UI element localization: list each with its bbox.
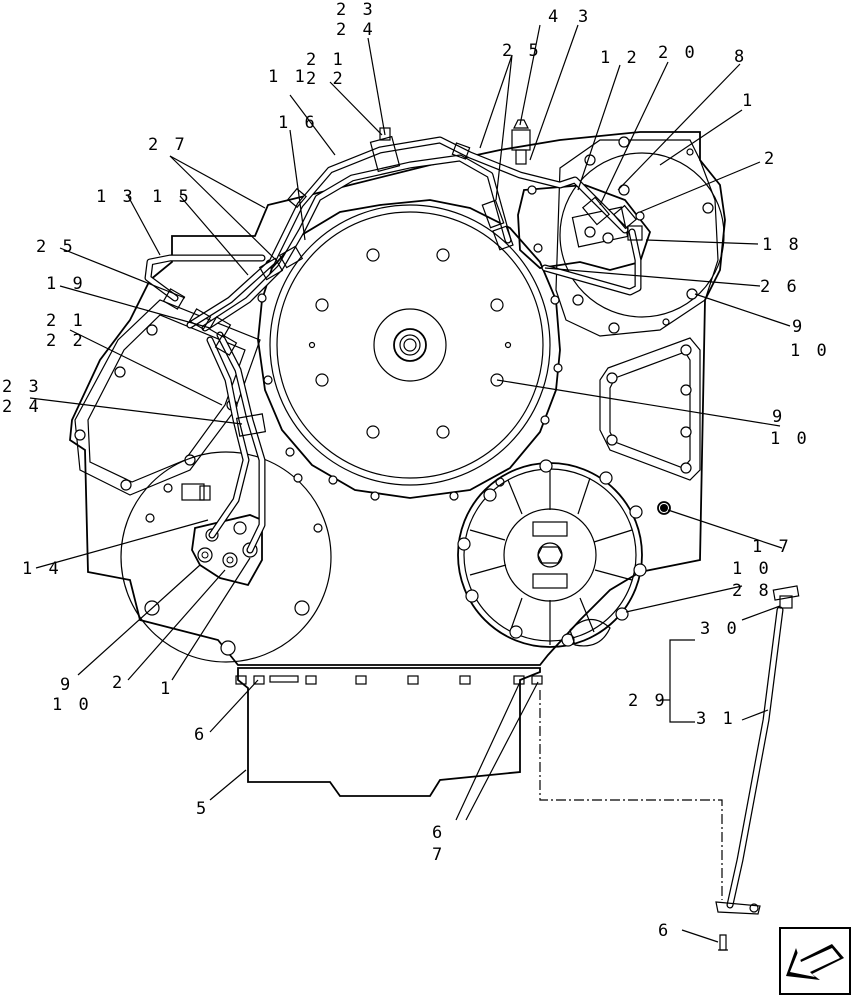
- callout-11: 1 1: [268, 67, 308, 87]
- callout-9-lower: 9: [60, 675, 73, 695]
- callout-29: 2 9: [628, 691, 668, 711]
- callout-4: 4: [548, 7, 561, 27]
- callout-9-upper: 9: [792, 317, 805, 337]
- callout-22-left: 2 2: [46, 331, 86, 351]
- callout-24-top: 2 4: [336, 20, 376, 40]
- callout-1-top: 1: [742, 91, 755, 111]
- callout-26: 2 6: [760, 277, 800, 297]
- fuel-lines: [144, 119, 643, 554]
- callout-23-left: 2 3: [2, 377, 42, 397]
- callout-1-lower: 1: [160, 679, 173, 699]
- callout-19: 1 9: [46, 274, 86, 294]
- leader-lines: [29, 24, 791, 943]
- oil-pan: [235, 667, 723, 900]
- callout-27: 2 7: [148, 135, 188, 155]
- callout-10-lower: 1 0: [52, 695, 92, 715]
- callout-2-lower: 2: [112, 673, 125, 693]
- callout-24-left: 2 4: [2, 397, 42, 417]
- callout-6-dipstick: 6: [658, 921, 671, 941]
- flywheel-bolts: [308, 248, 512, 439]
- callout-21-top: 2 1: [306, 50, 346, 70]
- callout-25-left: 2 5: [36, 237, 76, 257]
- callout-12: 1 2: [600, 48, 640, 68]
- callout-3: 3: [578, 7, 591, 27]
- damper-pulley: [457, 459, 671, 648]
- navigation-arrow-icon: [779, 927, 851, 995]
- left-pump-cover: [120, 451, 332, 663]
- callout-2-top: 2: [764, 149, 777, 169]
- callout-23-top: 2 3: [336, 0, 376, 20]
- housing-bolts: [74, 136, 714, 501]
- callout-22-top: 2 2: [306, 69, 346, 89]
- callout-7: 7: [432, 845, 445, 865]
- callout-9-middle: 9: [772, 407, 785, 427]
- callout-17: 1 7: [752, 537, 792, 557]
- callouts: 2 3 2 4 2 1 1 1 2 2 1 6 2 7 2 5 4 3 1 2 …: [2, 0, 830, 941]
- callout-25-top: 2 5: [502, 41, 542, 61]
- callout-10-right: 1 0: [732, 559, 772, 579]
- callout-15: 1 5: [152, 187, 192, 207]
- dipstick-assembly: [715, 585, 800, 951]
- callout-6-center: 6: [432, 823, 445, 843]
- callout-20: 2 0: [658, 43, 698, 63]
- callout-16: 1 6: [278, 113, 318, 133]
- valve-block-right: [517, 184, 652, 271]
- callout-21-left: 2 1: [46, 311, 86, 331]
- callout-28: 2 8: [732, 581, 772, 601]
- callout-14: 1 4: [22, 559, 62, 579]
- flywheel-housing: [257, 199, 561, 499]
- callout-6-left: 6: [194, 725, 207, 745]
- callout-18: 1 8: [762, 235, 802, 255]
- housing: [69, 131, 726, 666]
- callout-10-middle: 1 0: [770, 429, 810, 449]
- callout-8: 8: [734, 47, 747, 67]
- callout-31: 3 1: [696, 709, 736, 729]
- callout-10-upper: 1 0: [790, 341, 830, 361]
- callout-5: 5: [196, 799, 209, 819]
- callout-13: 1 3: [96, 187, 136, 207]
- callout-30: 3 0: [700, 619, 740, 639]
